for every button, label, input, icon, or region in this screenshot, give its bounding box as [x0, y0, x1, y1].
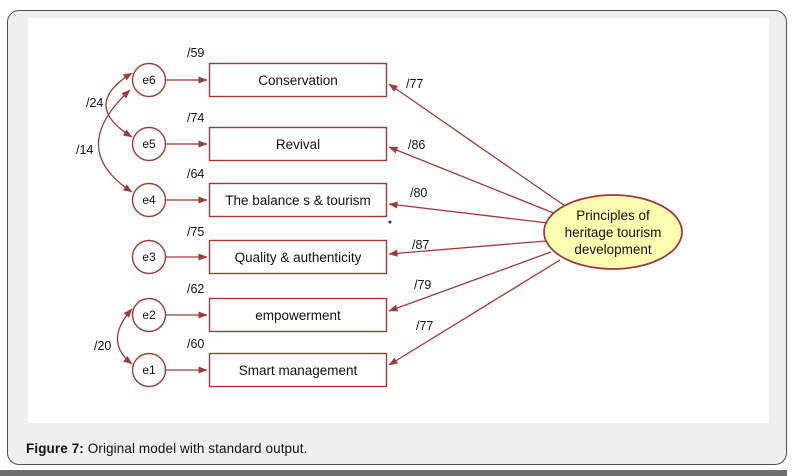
error-label: e3 [142, 250, 156, 264]
smc-value: /62 [187, 282, 204, 296]
indicator-box [208, 352, 388, 388]
indicator-box [208, 297, 388, 333]
loading-value: /87 [412, 238, 429, 252]
indicator-label: The balance s & tourism [225, 193, 371, 208]
error-circle-e1 [131, 352, 167, 388]
error-circle-e3 [131, 239, 167, 275]
error-circle-e5 [131, 126, 167, 162]
indicator-box [208, 182, 388, 218]
latent-label-line: heritage tourism [565, 225, 662, 240]
covariance-value: /20 [94, 339, 111, 353]
loading-arrow [388, 201, 549, 224]
indicator-label: Smart management [239, 363, 358, 378]
loading-arrow [388, 259, 561, 366]
smc-value: /75 [187, 225, 204, 239]
figure-area: /24 /14 /20 /77 /86 /80 /87 /79 /77 [28, 18, 769, 423]
loading-arrow [388, 251, 552, 312]
error-label: e1 [142, 363, 156, 377]
indicator-box [208, 239, 388, 275]
figure-caption-text: Original model with standard output. [83, 441, 308, 456]
loading-value: /86 [408, 138, 425, 152]
indicator-box [208, 126, 388, 162]
indicator-box [208, 62, 388, 98]
latent-ellipse [543, 194, 683, 270]
loading-arrow [388, 83, 566, 207]
loading-arrow [388, 240, 547, 257]
indicator-label: Conservation [258, 73, 338, 88]
loading-value: /79 [414, 278, 431, 292]
loading-value: /80 [410, 186, 427, 200]
error-label: e4 [142, 193, 156, 207]
loading-value: /77 [406, 77, 423, 91]
covariance-value: /14 [76, 143, 93, 157]
error-label: e2 [142, 308, 156, 322]
indicator-label: empowerment [255, 308, 341, 323]
covariance-value: /24 [86, 96, 103, 110]
loading-arrow [388, 146, 557, 215]
error-label: e6 [142, 73, 156, 87]
path-diagram: /24 /14 /20 /77 /86 /80 /87 /79 /77 [76, 46, 683, 388]
figure-caption: Figure 7: Original model with standard o… [26, 441, 307, 456]
covariance-arrow-e6-e5 [105, 72, 133, 138]
loading-value: /77 [416, 319, 433, 333]
error-circle-e6 [131, 62, 167, 98]
bottom-divider-bar [0, 470, 787, 476]
smc-value: /59 [187, 46, 204, 60]
error-label: e5 [142, 137, 156, 151]
smc-value: /64 [187, 167, 204, 181]
figure-caption-prefix: Figure 7: [26, 441, 84, 456]
figure-card: /24 /14 /20 /77 /86 /80 /87 /79 /77 [7, 10, 787, 465]
error-circle-e4 [131, 182, 167, 218]
indicator-label: Quality & authenticity [235, 250, 362, 265]
latent-label-line: development [574, 242, 652, 257]
indicator-label: Revival [276, 137, 320, 152]
covariance-arrow-e6-e4 [97, 89, 133, 193]
covariance-arrow-e2-e1 [117, 308, 133, 365]
smc-value: /60 [187, 337, 204, 351]
smc-value: /74 [187, 111, 204, 125]
stray-dot [388, 220, 392, 224]
latent-label-line: Principles of [576, 208, 650, 223]
error-circle-e2 [131, 297, 167, 333]
